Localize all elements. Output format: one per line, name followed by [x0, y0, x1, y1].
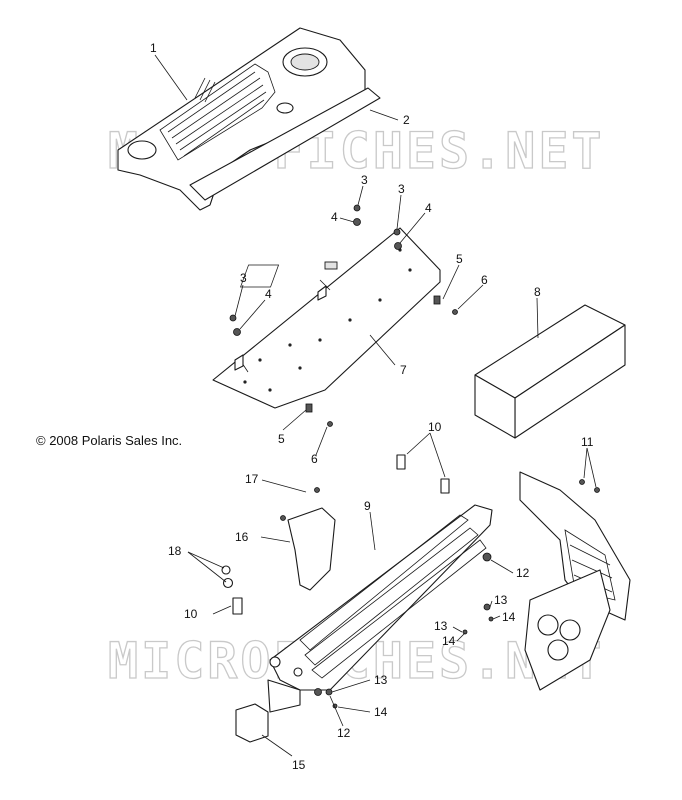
callout-9: 9: [364, 499, 371, 513]
callout-3: 3: [398, 182, 405, 196]
callouts: 1 2 3 3 4 4 5 6 8 3 4 7 10 5 6 11 17 9 1…: [150, 41, 594, 772]
callout-7: 7: [400, 363, 407, 377]
callout-10: 10: [428, 420, 442, 434]
callout-6: 6: [311, 452, 318, 466]
callout-17: 17: [245, 472, 259, 486]
callout-4: 4: [265, 287, 272, 301]
callout-14: 14: [502, 610, 516, 624]
part-2-strip: [189, 87, 381, 201]
callout-5: 5: [456, 252, 463, 266]
fasteners: [221, 204, 600, 709]
part-16-mount-plate: [287, 507, 336, 591]
callout-13: 13: [374, 673, 388, 687]
callout-1: 1: [150, 41, 157, 55]
copyright-text: © 2008 Polaris Sales Inc.: [36, 433, 182, 448]
callout-12: 12: [516, 566, 530, 580]
callout-15: 15: [292, 758, 306, 772]
part-15-bracket: [235, 703, 269, 743]
callout-14: 14: [442, 634, 456, 648]
part-7-floor-plate: [212, 227, 441, 409]
callout-8: 8: [534, 285, 541, 299]
callout-12: 12: [337, 726, 351, 740]
leader-lines: [154, 54, 597, 757]
callout-13: 13: [494, 593, 508, 607]
callout-5: 5: [278, 432, 285, 446]
callout-11: 11: [581, 435, 594, 449]
callout-6: 6: [481, 273, 488, 287]
callout-10: 10: [184, 607, 198, 621]
callout-4: 4: [425, 201, 432, 215]
part-1-body-panel: [117, 27, 366, 211]
part-8-box: [474, 304, 626, 439]
callout-13: 13: [434, 619, 448, 633]
side-assembly: [519, 471, 631, 691]
callout-18: 18: [168, 544, 182, 558]
part-9-lower-frame: [267, 504, 493, 713]
callout-3: 3: [240, 271, 247, 285]
callout-4: 4: [331, 210, 338, 224]
callout-16: 16: [235, 530, 249, 544]
callout-2: 2: [403, 113, 410, 127]
callout-3: 3: [361, 173, 368, 187]
callout-14: 14: [374, 705, 388, 719]
